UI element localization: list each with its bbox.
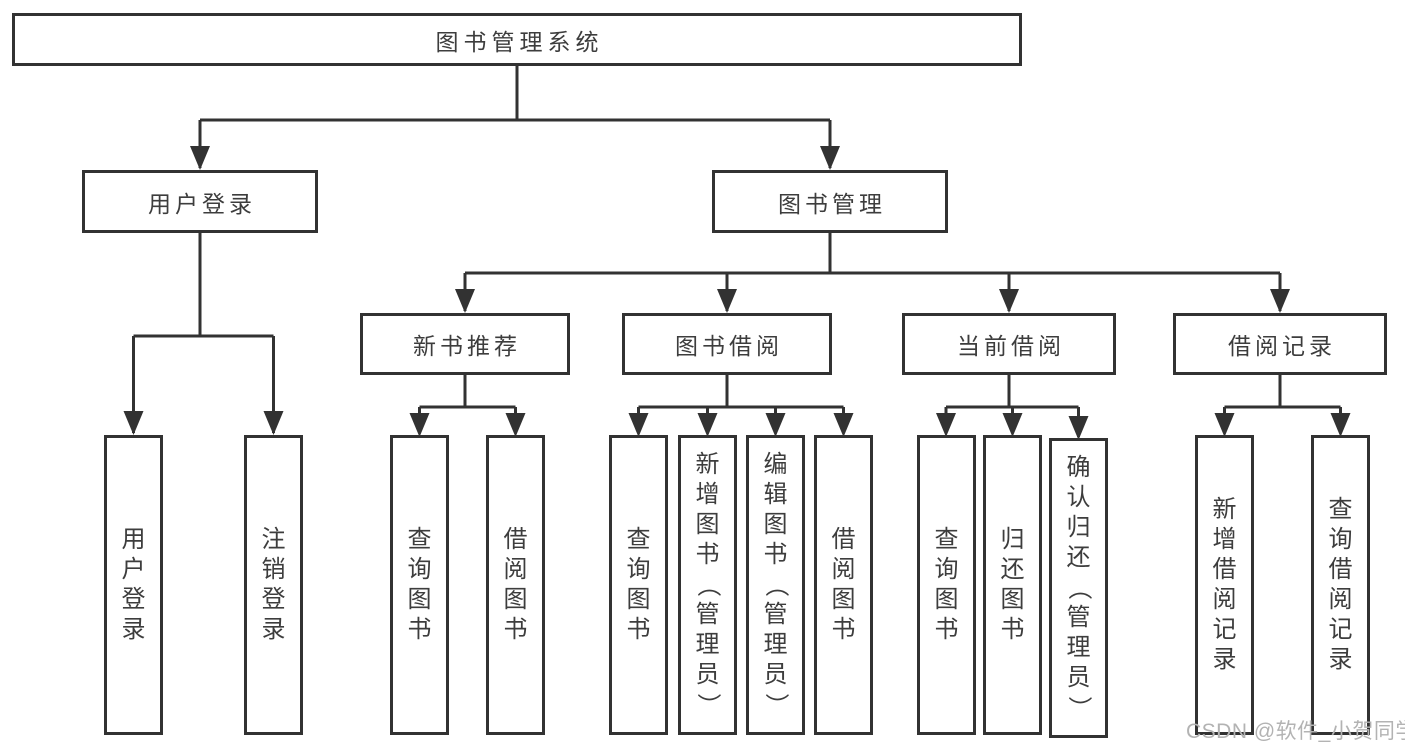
leaf-add-books-admin: 新增图书（管理员） bbox=[678, 435, 737, 735]
leaf-query-books-borrowing: 查询图书 bbox=[609, 435, 668, 735]
leaf-borrow-books-borrowing: 借阅图书 bbox=[814, 435, 873, 735]
leaf-logout: 注销登录 bbox=[244, 435, 303, 735]
node-borrowing-records: 借阅记录 bbox=[1173, 313, 1387, 375]
leaf-borrow-books-recommend: 借阅图书 bbox=[486, 435, 545, 735]
leaf-query-borrow-record: 查询借阅记录 bbox=[1311, 435, 1370, 735]
node-book-management: 图书管理 bbox=[712, 170, 948, 233]
node-user-login: 用户登录 bbox=[82, 170, 318, 233]
leaf-user-login: 用户登录 bbox=[104, 435, 163, 735]
leaf-confirm-return-admin: 确认归还（管理员） bbox=[1049, 438, 1108, 738]
leaf-query-books-current: 查询图书 bbox=[917, 435, 976, 735]
arrowhead-icons bbox=[123, 146, 1351, 440]
node-new-book-recommend: 新书推荐 bbox=[360, 313, 570, 375]
csdn-watermark: CSDN @软件_小贺同学 bbox=[1186, 720, 1405, 743]
node-current-borrowing: 当前借阅 bbox=[902, 313, 1116, 375]
node-book-borrowing: 图书借阅 bbox=[622, 313, 832, 375]
leaf-query-books-recommend: 查询图书 bbox=[390, 435, 449, 735]
node-library-management-system: 图书管理系统 bbox=[12, 13, 1022, 66]
leaf-edit-books-admin: 编辑图书（管理员） bbox=[746, 435, 805, 735]
leaf-return-books: 归还图书 bbox=[983, 435, 1042, 735]
leaf-add-borrow-record: 新增借阅记录 bbox=[1195, 435, 1254, 735]
